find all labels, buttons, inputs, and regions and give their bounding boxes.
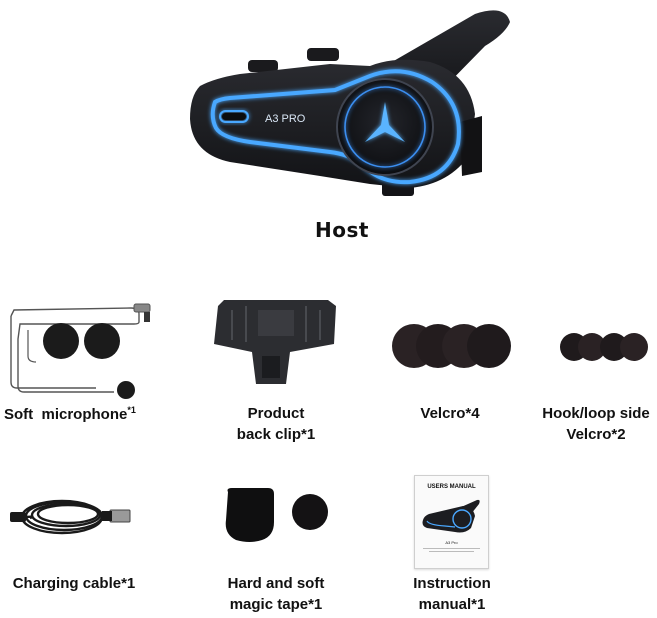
caption-instruction-manual-line1: Instruction	[413, 575, 491, 592]
caption-velcro-4: Velcro*4	[400, 403, 500, 424]
hook-loop-velcro-image	[560, 333, 648, 361]
caption-hook-loop-line2: Velcro*2	[566, 426, 626, 443]
caption-back-clip-line1: Product	[247, 405, 305, 422]
caption-magic-tape-line2: magic tape*1	[229, 596, 323, 613]
caption-hook-loop-line1: Hook/loop side	[542, 405, 650, 422]
caption-magic-tape-line1: Hard and soft	[227, 575, 325, 592]
caption-back-clip: Product back clip*1	[216, 403, 336, 445]
caption-instruction-manual-line2: manual*1	[418, 596, 486, 613]
caption-soft-microphone: Soft microphone*1	[4, 400, 154, 425]
caption-back-clip-line2: back clip*1	[236, 426, 316, 443]
caption-soft-microphone-qty: *1	[127, 405, 136, 415]
manual-device-picture	[422, 499, 480, 533]
caption-velcro-4-line1: Velcro*4	[420, 405, 480, 422]
caption-hook-loop: Hook/loop side Velcro*2	[536, 403, 656, 445]
caption-instruction-manual: Instruction manual*1	[394, 573, 510, 615]
back-clip-image	[214, 300, 336, 384]
manual-model-text: A3 Pro	[445, 540, 458, 545]
host-label: Host	[315, 218, 369, 242]
caption-soft-microphone-name: Soft microphone	[4, 406, 128, 423]
soft-microphone-image	[10, 303, 151, 399]
manual-title-text: USERS MANUAL	[427, 484, 476, 490]
instruction-manual-image: USERS MANUAL A3 Pro	[414, 475, 489, 569]
host-device-image: A3 PRO	[190, 10, 510, 196]
magic-tape-image	[225, 488, 328, 542]
caption-magic-tape: Hard and soft magic tape*1	[210, 573, 342, 615]
caption-charging-cable-line1: Charging cable*1	[12, 575, 136, 592]
caption-charging-cable: Charging cable*1	[4, 573, 144, 594]
manual-small-print	[423, 548, 480, 552]
device-model-text: A3 PRO	[265, 113, 306, 125]
velcro-4-image	[392, 324, 511, 368]
charging-cable-image	[10, 499, 131, 535]
